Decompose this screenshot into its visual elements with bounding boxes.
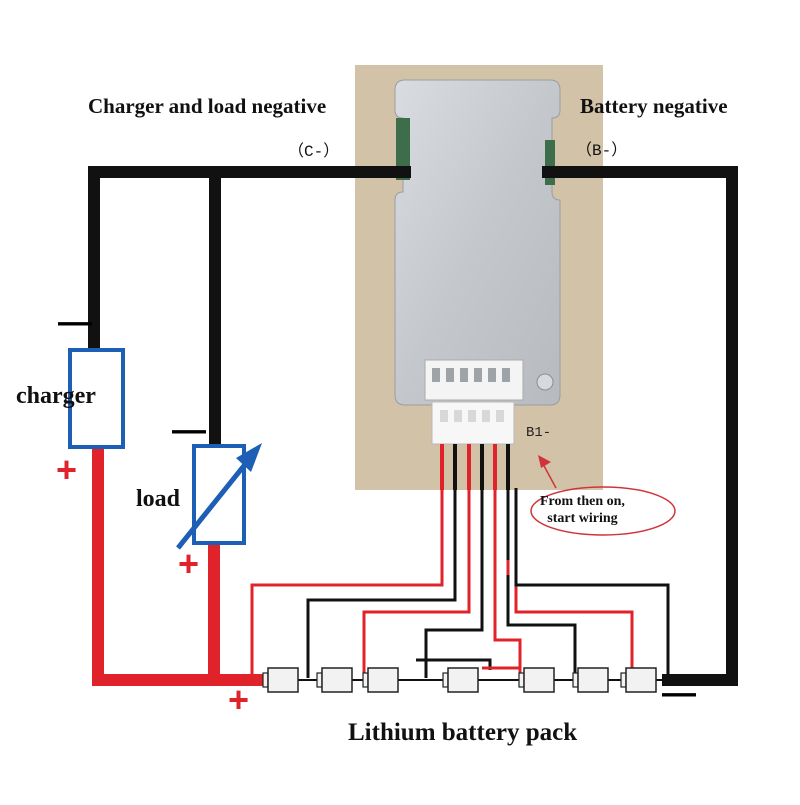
pack-label: Lithium battery pack	[348, 719, 578, 746]
charger-box	[68, 348, 125, 449]
balance-wires	[250, 488, 670, 678]
variable-resistor-arrow	[176, 460, 249, 550]
balance-wire-bundle	[440, 444, 510, 490]
load-negative-sign: —	[172, 411, 206, 449]
load-label: load	[136, 486, 181, 512]
battery-cells	[262, 667, 657, 693]
load-positive-sign: +	[178, 543, 200, 584]
c-minus-wire	[88, 166, 411, 361]
battery-negative-label: Battery negative	[580, 94, 728, 118]
b1-label: B1-	[526, 425, 552, 441]
battery-cell	[572, 667, 609, 693]
pack-negative-sign: —	[662, 674, 696, 712]
b-minus-pad	[545, 140, 555, 185]
b-minus-wire	[542, 166, 738, 686]
note-arrow	[538, 455, 551, 468]
note-label: From then on, start wiring	[540, 494, 625, 526]
battery-cell	[620, 667, 657, 693]
battery-cell	[442, 667, 479, 693]
b-minus-label: （B-）	[576, 142, 628, 160]
battery-cell	[262, 667, 299, 693]
charger-negative-sign: —	[58, 303, 92, 341]
battery-cell	[518, 667, 555, 693]
battery-cell	[362, 667, 399, 693]
pack-positive-sign: +	[228, 679, 250, 720]
charger-load-negative-label: Charger and load negative	[88, 94, 327, 118]
note-outline	[530, 486, 676, 536]
c-minus-label: （C-）	[288, 143, 340, 161]
charger-positive-sign: +	[56, 449, 78, 490]
c-minus-pad	[396, 118, 410, 180]
balance-plug	[431, 401, 515, 445]
charger-label: charger	[16, 383, 96, 409]
mount-hole	[536, 373, 554, 391]
battery-cell	[316, 667, 353, 693]
variable-resistor-arrowhead	[236, 443, 262, 472]
bms-protection-plate	[394, 79, 561, 406]
